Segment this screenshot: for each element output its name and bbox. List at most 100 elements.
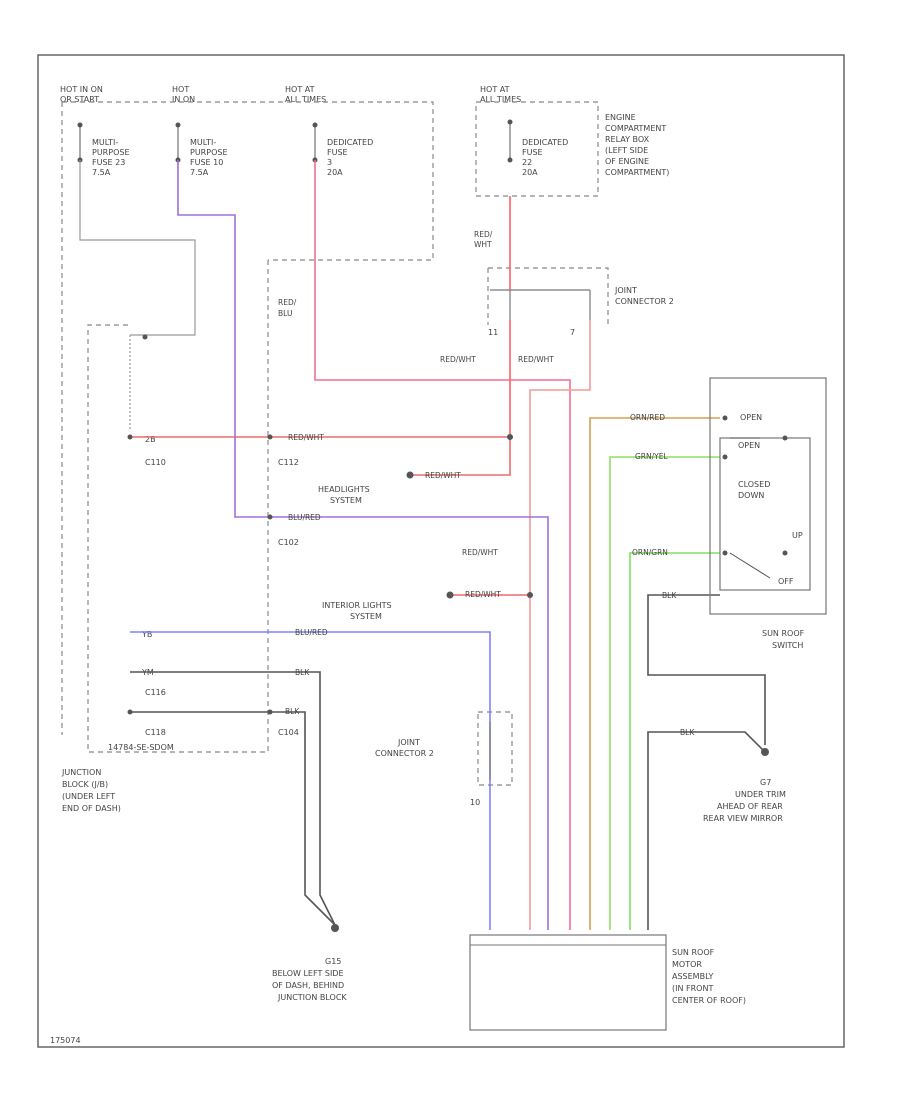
wire-red-wht-b: RED/WHT xyxy=(518,355,554,364)
switch-closed-2: DOWN xyxy=(738,491,764,500)
wire-red-blu-1: RED/ xyxy=(278,298,297,307)
jc2-top-l1: JOINT xyxy=(614,286,637,295)
fuse23-l1: MULTI- xyxy=(92,138,118,147)
c102-label: C102 xyxy=(278,538,299,547)
relay-box-l6: COMPARTMENT) xyxy=(605,168,669,177)
jc2-low-l2: CONNECTOR 2 xyxy=(375,749,434,758)
jc2-pin-7: 7 xyxy=(570,328,575,337)
c112-label: C112 xyxy=(278,458,299,467)
wire-blu-red-c102: BLU/RED xyxy=(288,513,321,522)
c116-label: C116 xyxy=(145,688,166,697)
fuse23-l4: 7.5A xyxy=(92,168,111,177)
jc2-top-l2: CONNECTOR 2 xyxy=(615,297,674,306)
motor-l2: MOTOR xyxy=(672,960,702,969)
g15-l3: OF DASH, BEHIND xyxy=(272,981,344,990)
switch-off: OFF xyxy=(778,577,794,586)
wire-blk-c116: BLK xyxy=(295,668,310,677)
joint-connector-2-lower: JOINT CONNECTOR 2 10 xyxy=(375,711,513,807)
g7-l3: AHEAD OF REAR xyxy=(717,802,783,811)
fuse10-l3: FUSE 10 xyxy=(190,158,223,167)
fuse3-l1: DEDICATED xyxy=(327,138,373,147)
fuse23-l3: FUSE 23 xyxy=(92,158,125,167)
fuse23-l2: PURPOSE xyxy=(92,148,130,157)
headlights-l1: HEADLIGHTS xyxy=(318,485,370,494)
wire-blk-c118: BLK xyxy=(285,707,300,716)
hot-all-2b: ALL TIMES xyxy=(480,95,521,104)
c118-label: C118 xyxy=(145,728,166,737)
diagram-frame xyxy=(37,54,845,1048)
headlights-l2: SYSTEM xyxy=(330,496,362,505)
ground-g7: G7 UNDER TRIM AHEAD OF REAR REAR VIEW MI… xyxy=(703,748,786,823)
switch-title-1: SUN ROOF xyxy=(762,629,805,638)
hot-all-2a: HOT AT xyxy=(480,85,510,94)
c104-label: C104 xyxy=(278,728,299,737)
hot-all-1a: HOT AT xyxy=(285,85,315,94)
wire-red-wht-head: RED/WHT xyxy=(425,471,461,480)
ground-g15: G15 BELOW LEFT SIDE OF DASH, BEHIND JUNC… xyxy=(272,924,347,1002)
wire-red-wht-a: RED/WHT xyxy=(440,355,476,364)
fuse22-l4: 20A xyxy=(522,168,538,177)
wire-red-wht-top-2: WHT xyxy=(474,240,492,249)
wire-blu-red-low: BLU/RED xyxy=(295,628,328,637)
figure-id: 175074 xyxy=(50,1036,81,1045)
fuse10-l1: MULTI- xyxy=(190,138,216,147)
wire-orn-red: ORN/RED xyxy=(630,413,665,422)
fuse10-l4: 7.5A xyxy=(190,168,209,177)
hot-run-start-2: OR START xyxy=(60,95,99,104)
wires: RED/ BLU RED/WHT RED/WHT BLU/RED RED/WHT… xyxy=(130,160,766,930)
relay-box-l4: (LEFT SIDE xyxy=(605,146,648,155)
motor-l3: ASSEMBLY xyxy=(672,972,713,981)
jc2-low-l1: JOINT xyxy=(397,738,420,747)
interior-lights-l2: SYSTEM xyxy=(350,612,382,621)
fuse3-l2: FUSE xyxy=(327,148,348,157)
wire-orn-grn: ORN/GRN xyxy=(632,548,668,557)
fuse22-l2: FUSE xyxy=(522,148,543,157)
c110-label: C110 xyxy=(145,458,166,467)
wire-blk-switch: BLK xyxy=(662,591,677,600)
hot-run-2: IN ON xyxy=(172,95,195,104)
sunroof-motor: SUN ROOF MOTOR ASSEMBLY (IN FRONT CENTER… xyxy=(469,934,746,1031)
g7-l1: G7 xyxy=(760,778,771,787)
sunroof-switch: OPEN OPEN CLOSED DOWN UP OFF SUN ROOF SW… xyxy=(709,377,827,650)
wire-red-wht-c112: RED/WHT xyxy=(288,433,324,442)
g15-l4: JUNCTION BLOCK xyxy=(277,993,347,1002)
g15-l1: G15 xyxy=(325,957,341,966)
terminals xyxy=(127,434,533,715)
fuse3-l4: 20A xyxy=(327,168,343,177)
jb-desc-4: END OF DASH) xyxy=(62,804,121,813)
g7-l4: REAR VIEW MIRROR xyxy=(703,814,783,823)
g7-l2: UNDER TRIM xyxy=(735,790,786,799)
relay-box-l2: COMPARTMENT xyxy=(605,124,666,133)
motor-l5: CENTER OF ROOF) xyxy=(672,996,746,1005)
interior-lights-l1: INTERIOR LIGHTS xyxy=(322,601,392,610)
jb-desc-1: JUNCTION xyxy=(61,768,101,777)
wire-red-wht-mid: RED/WHT xyxy=(462,548,498,557)
jb-code: 14784-SE-SDOM xyxy=(108,743,174,752)
relay-box-l3: RELAY BOX xyxy=(605,135,650,144)
hot-run-start-1: HOT IN ON xyxy=(60,85,103,94)
hot-all-1b: ALL TIMES xyxy=(285,95,326,104)
wire-grn-yel: GRN/YEL xyxy=(635,452,668,461)
junction-block: 2B C110 C112 C102 YB YM C116 C118 C104 1… xyxy=(61,160,299,813)
fuse22-l3: 22 xyxy=(522,158,532,167)
motor-l4: (IN FRONT xyxy=(672,984,713,993)
g15-l2: BELOW LEFT SIDE xyxy=(272,969,344,978)
jc2-pin-11: 11 xyxy=(488,328,498,337)
joint-connector-2-top: JOINT CONNECTOR 2 11 7 RED/ WHT RED/WHT … xyxy=(440,230,674,364)
blu-pin: YB xyxy=(141,630,152,639)
wire-red-wht-top-1: RED/ xyxy=(474,230,493,239)
power-section: HOT IN ON OR START HOT IN ON HOT AT ALL … xyxy=(60,85,669,735)
wire-red-blu-2: BLU xyxy=(278,309,292,318)
hot-run-1: HOT xyxy=(172,85,189,94)
wire-red-wht-int: RED/WHT xyxy=(465,590,501,599)
switch-closed-1: CLOSED xyxy=(738,480,770,489)
switch-title-2: SWITCH xyxy=(772,641,803,650)
switch-up: UP xyxy=(792,531,803,540)
c110-pin: 2B xyxy=(145,435,156,444)
motor-l1: SUN ROOF xyxy=(672,948,715,957)
jb-desc-2: BLOCK (J/B) xyxy=(62,780,108,789)
jb-desc-3: (UNDER LEFT xyxy=(62,792,115,801)
fuse10-l2: PURPOSE xyxy=(190,148,228,157)
jc2-pin-10: 10 xyxy=(470,798,480,807)
